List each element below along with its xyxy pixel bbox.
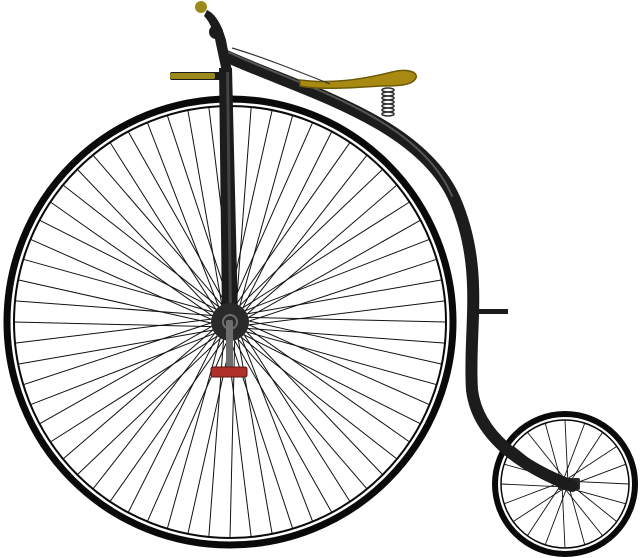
large-wheel-spoke bbox=[50, 201, 217, 320]
large-wheel-spoke bbox=[239, 131, 333, 313]
large-wheel-spoke bbox=[236, 333, 398, 460]
large-wheel-spoke bbox=[18, 328, 219, 365]
large-wheel-spoke bbox=[242, 327, 445, 344]
large-wheel-spoke bbox=[14, 318, 217, 344]
large-wheel-spoke bbox=[62, 326, 218, 460]
large-wheel-spoke bbox=[243, 322, 430, 406]
large-wheel-spoke bbox=[241, 279, 442, 316]
large-wheel-spoke bbox=[127, 131, 229, 309]
large-wheel-spoke bbox=[232, 142, 351, 309]
front-fork-shade bbox=[226, 70, 232, 312]
large-wheel-spoke bbox=[237, 201, 410, 312]
large-wheel-spoke bbox=[39, 219, 221, 313]
large-wheel-spoke bbox=[23, 258, 219, 315]
large-wheel-spoke bbox=[231, 335, 333, 513]
large-wheel-spoke bbox=[242, 184, 398, 318]
large-wheel-spoke bbox=[241, 329, 437, 386]
steering-neck bbox=[204, 10, 232, 72]
frame-backbone-highlight bbox=[227, 51, 453, 197]
large-wheel-spoke bbox=[240, 238, 430, 313]
large-wheel-spoke bbox=[243, 300, 446, 326]
large-wheel-spoke bbox=[109, 142, 220, 315]
large-wheel-spoke bbox=[76, 334, 225, 476]
large-wheel-spoke bbox=[243, 324, 410, 443]
small-wheel-spoke bbox=[500, 483, 561, 488]
large-wheel-spoke bbox=[242, 327, 384, 476]
large-wheel-spoke bbox=[241, 154, 368, 316]
small-wheel-spoke bbox=[563, 422, 586, 480]
handlebar-grip bbox=[170, 73, 215, 79]
small-wheel-spoke bbox=[569, 483, 618, 522]
large-wheel-spoke bbox=[243, 316, 447, 323]
large-wheel-spoke bbox=[23, 320, 217, 386]
large-wheel-spoke bbox=[239, 332, 314, 522]
footrest-bar bbox=[472, 309, 508, 314]
large-wheel-spoke bbox=[62, 184, 224, 311]
large-wheel-spoke bbox=[15, 300, 218, 317]
small-wheel-spoke bbox=[544, 488, 567, 546]
small-wheel-rim bbox=[500, 419, 630, 549]
large-wheel-spoke bbox=[234, 334, 368, 490]
large-wheel-spoke bbox=[239, 331, 421, 425]
large-wheel-spoke bbox=[92, 328, 219, 490]
small-wheel-spoke bbox=[567, 487, 626, 505]
large-wheel-spoke bbox=[39, 323, 217, 425]
brake-cable bbox=[231, 47, 331, 85]
large-wheel-spoke bbox=[50, 332, 223, 443]
large-wheel-spoke bbox=[230, 122, 314, 309]
spring-coil bbox=[381, 111, 395, 117]
large-wheel-spoke bbox=[187, 110, 224, 311]
large-wheel-spoke bbox=[127, 331, 221, 513]
small-wheel-spoke bbox=[544, 423, 562, 482]
large-wheel-spoke bbox=[109, 335, 228, 502]
large-wheel-spoke bbox=[166, 115, 232, 309]
small-wheel-spoke bbox=[566, 446, 618, 480]
large-wheel-spoke bbox=[235, 107, 252, 310]
large-wheel-spoke bbox=[235, 168, 384, 310]
small-wheel-spoke bbox=[568, 486, 586, 545]
large-wheel-spokes bbox=[13, 105, 447, 539]
frame-backbone bbox=[220, 50, 578, 492]
small-wheel-spoke bbox=[512, 488, 564, 522]
large-wheel-spoke bbox=[76, 168, 218, 317]
large-wheel-spoke bbox=[92, 154, 226, 310]
small-wheel-tire bbox=[492, 411, 638, 557]
large-wheel-spoke bbox=[166, 333, 223, 529]
large-wheel-spoke bbox=[146, 122, 221, 312]
steering-head-nut bbox=[209, 25, 223, 39]
large-wheel-spoke bbox=[243, 219, 421, 321]
large-wheel-spoke bbox=[236, 333, 273, 534]
large-wheel-spoke bbox=[13, 321, 217, 328]
large-wheel-spoke bbox=[243, 319, 442, 365]
saddle-spring bbox=[381, 87, 395, 117]
large-wheel-spoke bbox=[240, 329, 351, 502]
handlebar-knob bbox=[195, 1, 207, 13]
large-wheel-spoke bbox=[237, 115, 294, 311]
large-wheel-spoke bbox=[187, 335, 233, 534]
crank-arm bbox=[226, 320, 233, 372]
large-wheel-spoke bbox=[18, 279, 217, 325]
large-wheel-spoke bbox=[30, 238, 217, 322]
pedal bbox=[210, 366, 248, 378]
large-wheel-spoke bbox=[30, 331, 220, 406]
large-wheel-spoke bbox=[243, 258, 437, 324]
